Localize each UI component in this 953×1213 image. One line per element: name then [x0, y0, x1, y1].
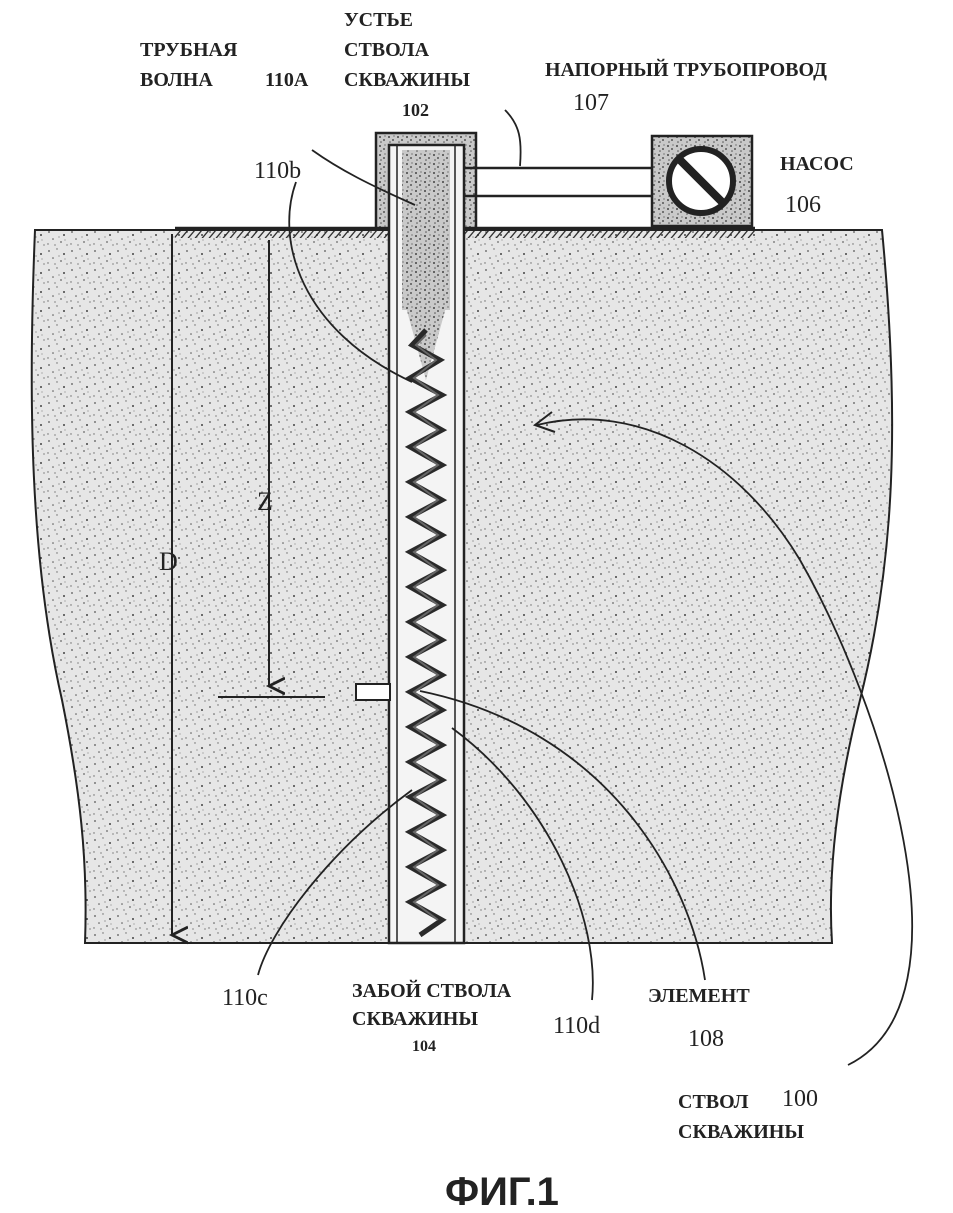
tube-wave-taper: [404, 300, 448, 380]
leader-110b: [288, 181, 413, 383]
label-pump-ref: 106: [785, 192, 821, 218]
leader-110a: [311, 149, 416, 206]
label-element: ЭЛЕМЕНТ: [648, 985, 750, 1007]
label-bottom-ref: 104: [412, 1038, 436, 1055]
pump-icon-slash: [677, 157, 725, 205]
leader-110d: [451, 727, 594, 1001]
leader-108: [419, 690, 706, 981]
label-wellbore-ref: 100: [782, 1086, 818, 1112]
label-element-ref: 108: [688, 1026, 724, 1052]
element-stub: [355, 683, 391, 701]
leader-100-arrowhead: [532, 411, 556, 433]
label-bottom-line1: ЗАБОЙ СТВОЛА: [352, 979, 512, 1002]
leader-110c: [257, 789, 413, 976]
label-pump: НАСОС: [780, 153, 854, 175]
label-depth-d: D: [159, 547, 178, 576]
label-wellbore-line1: СТВОЛ: [678, 1091, 749, 1113]
tube-wave-zigzag-inner: [412, 334, 440, 921]
label-tube-wave-line1: ТРУБНАЯ: [140, 39, 238, 61]
label-wellhead-line1: УСТЬЕ: [344, 9, 413, 31]
figure-caption: ФИГ.1: [445, 1170, 559, 1213]
label-depth-z: Z: [257, 487, 273, 516]
label-110d: 110d: [553, 1013, 600, 1039]
tube-wave-upper: [402, 150, 450, 310]
label-bottom-line2: СКВАЖИНЫ: [352, 1008, 478, 1030]
label-110b: 110b: [254, 158, 301, 184]
label-pressure-line: НАПОРНЫЙ ТРУБОПРОВОД: [545, 58, 827, 81]
leader-100: [536, 418, 914, 1066]
label-wellhead-ref: 102: [402, 100, 429, 120]
label-110c: 110c: [222, 985, 268, 1011]
label-tube-wave-line2: ВОЛНА: [140, 69, 213, 91]
label-wellhead-line2: СТВОЛА: [344, 39, 430, 61]
leader-102: [504, 109, 522, 167]
label-wellhead-line3: СКВАЖИНЫ: [344, 69, 470, 91]
label-pressure-line-ref: 107: [573, 90, 609, 116]
label-tube-wave-ref: 110А: [265, 69, 309, 91]
label-wellbore-line2: СКВАЖИНЫ: [678, 1121, 804, 1143]
